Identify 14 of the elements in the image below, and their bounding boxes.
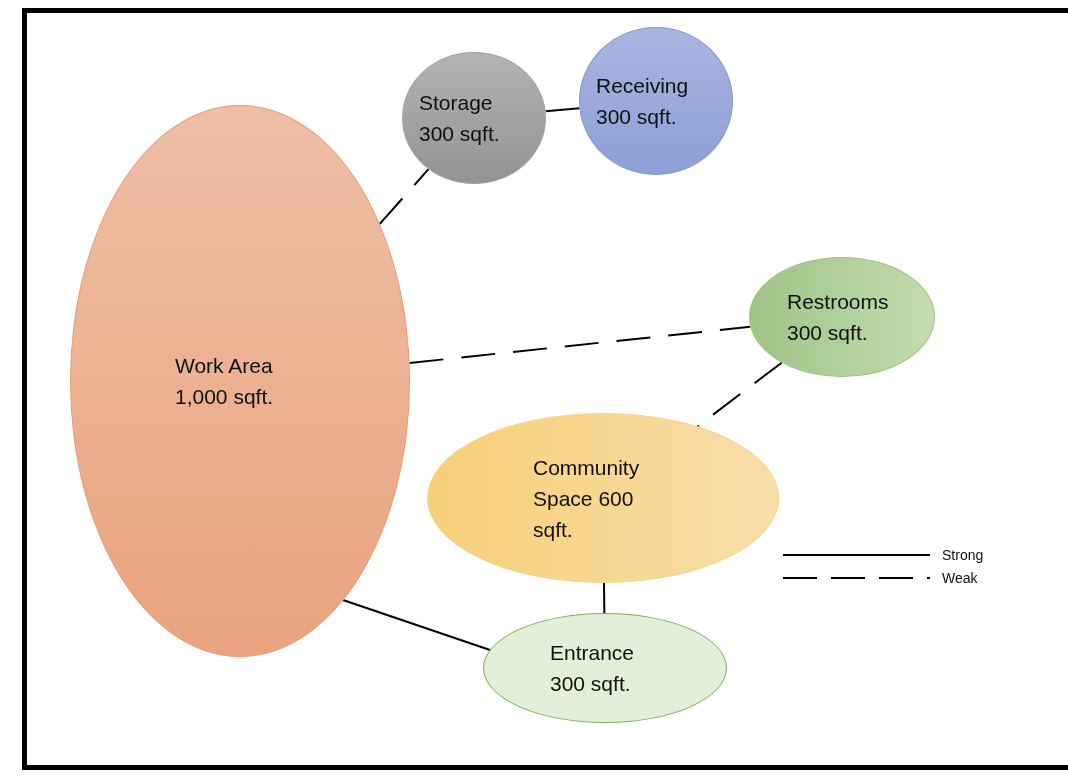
space-label: Work Area 1,000 sqft. [175, 353, 275, 410]
space-label: Storage 300 sqft. [419, 90, 501, 147]
space-label: Entrance 300 sqft. [550, 640, 636, 697]
space-label: Receiving 300 sqft. [596, 73, 690, 130]
connector-line [544, 107, 581, 113]
connector-line [342, 599, 491, 651]
space-label: Restrooms 300 sqft. [787, 289, 890, 346]
dashed-connector [378, 168, 430, 225]
space-label: Community Space 600 sqft. [533, 454, 641, 543]
dashed-connector [408, 325, 752, 364]
legend-label: Weak [942, 570, 978, 586]
connector-line [603, 582, 606, 614]
legend-label: Strong [942, 547, 984, 563]
dashed-connector [696, 361, 783, 428]
